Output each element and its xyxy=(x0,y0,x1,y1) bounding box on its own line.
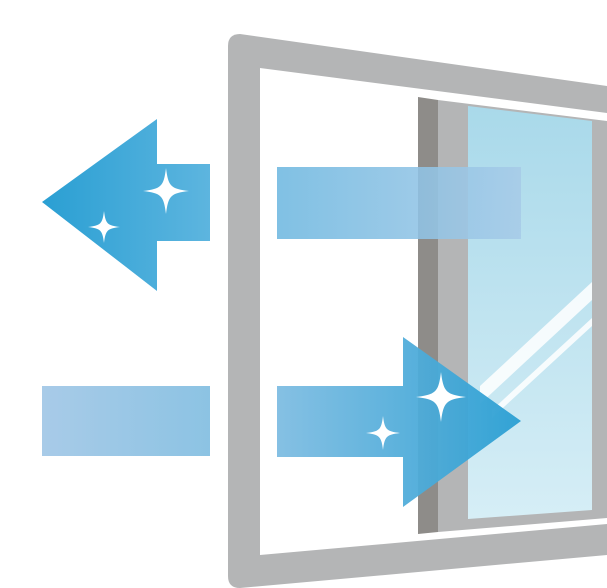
incoming-air-band xyxy=(42,386,210,456)
outgoing-air-band xyxy=(277,167,521,239)
window-frame-icon xyxy=(228,34,607,588)
outgoing-air-arrow xyxy=(42,119,210,291)
